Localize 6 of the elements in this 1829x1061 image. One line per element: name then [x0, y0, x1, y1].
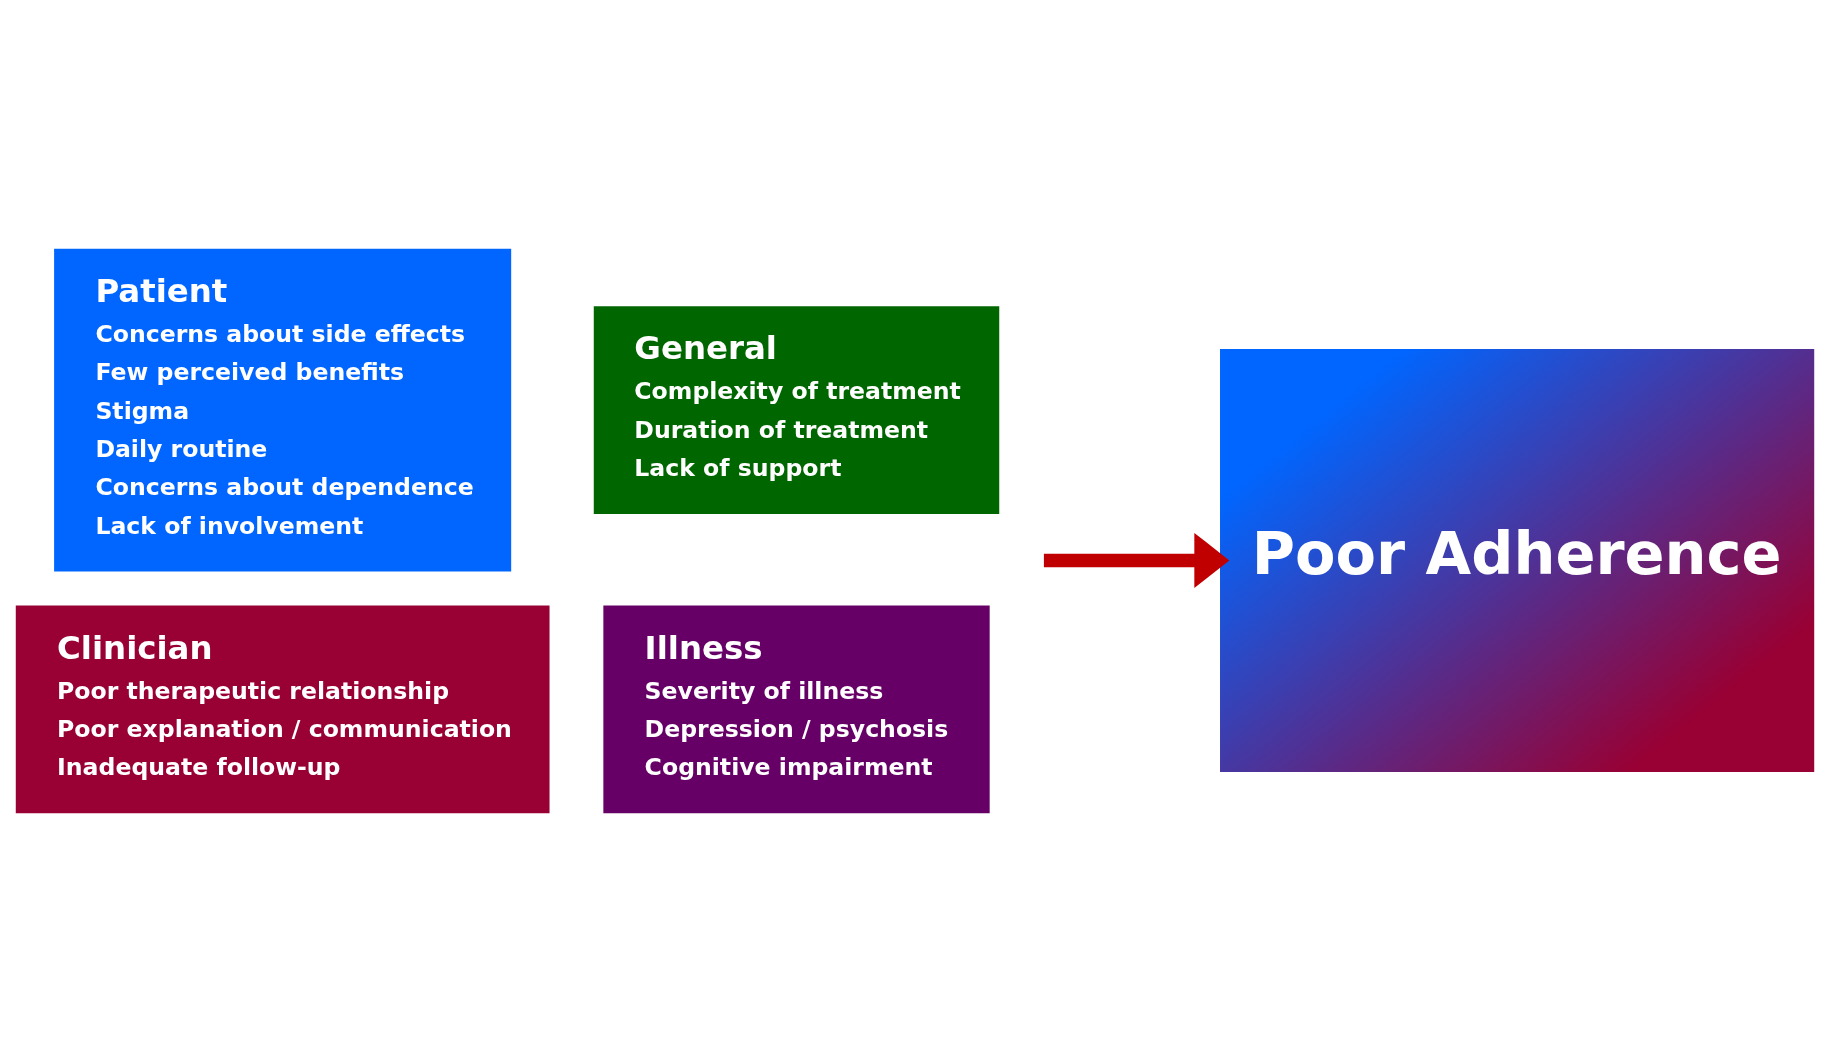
- node-box: Poor Adherence: [1218, 346, 1816, 774]
- node-box: Illness Severity of illness Depression / psychosis Cognitive impairment: [601, 603, 991, 815]
- node-box: Clinician Poor therapeutic relationship Poor explanation / communication Inadequate follow-up: [13, 603, 551, 815]
- node-box: Patient Concerns about side effects Few perceived benefits Stigma Daily routine Concerns about dependence Lack of involvement: [52, 246, 513, 573]
- node-box: General Complexity of treatment Duration of treatment Lack of support: [591, 304, 1001, 515]
- arrow: [1043, 532, 1229, 588]
